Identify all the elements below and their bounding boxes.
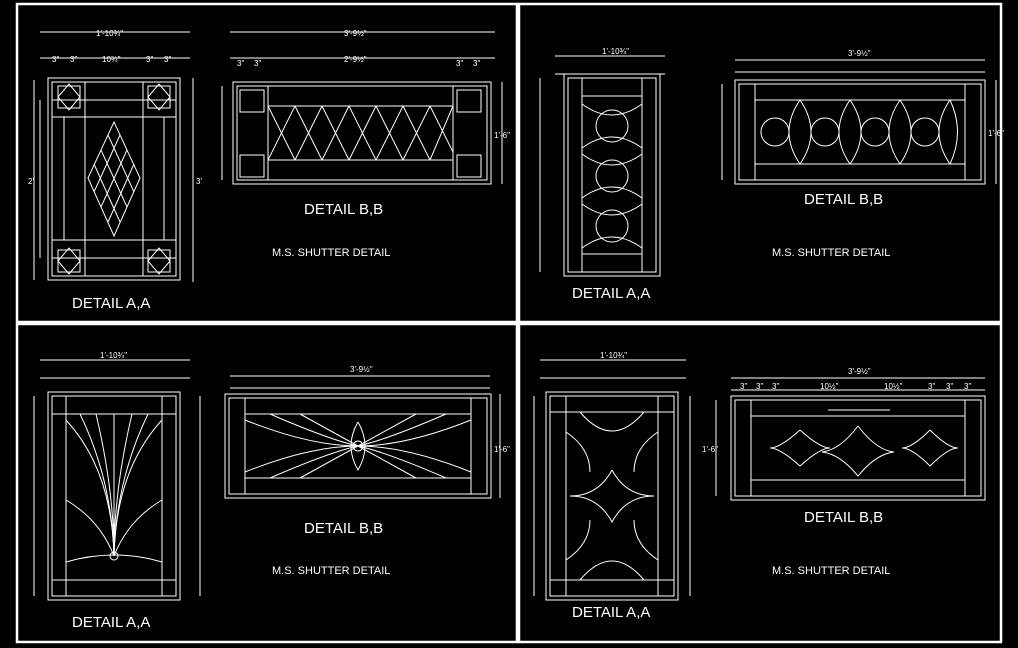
panel-4-detail-b-subdim-8: 3" [964,382,971,391]
panel-1-detail-b-subdim-2: 3" [254,59,261,68]
panel-3-detail-b-drawing [224,375,501,499]
panel-4-detail-b-drawing [715,377,986,501]
panel-2-detail-b-drawing [721,59,997,185]
panel-3-detail-a-drawing [33,359,201,601]
panel-1-detail-b-drawing [221,31,503,185]
panel-4-caption: M.S. SHUTTER DETAIL [772,565,890,577]
panel-2-detail-a-drawing [539,55,665,277]
panel-3-detail-b-title: DETAIL B,B [304,520,383,537]
sheet-frames [15,2,1003,644]
panel-4-detail-b-subdim-3: 3" [772,382,779,391]
panel-1-caption: M.S. SHUTTER DETAIL [272,247,390,259]
panel-2-detail-b-width: 3'-9½" [848,49,871,58]
panel-2-detail-b-height: 1'-6" [988,129,1004,138]
panel-1-detail-b-width: 3'-9½" [344,29,367,38]
panel-4-detail-a-width: 1'-10¾" [600,351,627,360]
panel-2-detail-a-width: 1'-10¾" [602,47,629,56]
panel-4-detail-b-width: 3'-9½" [848,367,871,376]
panel-2: 1'-10¾" DETAIL A,A 3'-9½" [539,47,1004,302]
panel-4-detail-b-subdim-2: 3" [756,382,763,391]
panel-1-detail-a-width: 1'-10¾" [96,29,123,38]
panel-1-detail-a-drawing [33,31,194,282]
panel-2-detail-b-title: DETAIL B,B [804,191,883,208]
panel-1-detail-b-height: 1'-6" [494,131,510,140]
panel-1: 1'-10¾" 3' 2' 3" 3" 10¾" 3" 3" DETAIL A,… [28,29,510,312]
panel-4-detail-b-title: DETAIL B,B [804,509,883,526]
panel-1-detail-a-subdim-4: 3" [146,55,153,64]
panel-2-detail-a-title: DETAIL A,A [572,285,650,302]
panel-3-detail-a-title: DETAIL A,A [72,614,150,631]
panel-1-detail-b-title: DETAIL B,B [304,201,383,218]
panel-1-detail-b-subdim-4: 3" [473,59,480,68]
panel-4: 1'-10¾" DETAIL A,A 3'-9½" 1'-6" 3" 3" 3"… [533,351,986,621]
panel-4-detail-b-subdim-5: 10½" [884,382,903,391]
panel-3-caption: M.S. SHUTTER DETAIL [272,565,390,577]
panel-4-detail-b-subdim-1: 3" [740,382,747,391]
panel-1-detail-b-subdim-3: 3" [456,59,463,68]
panel-1-detail-a-title: DETAIL A,A [72,295,150,312]
panel-1-detail-a-subdim-5: 3" [164,55,171,64]
panel-4-detail-b-subdim-7: 3" [946,382,953,391]
panel-4-detail-b-subdim-4: 10½" [820,382,839,391]
panel-3: 1'-10¾" DETAIL A,A 3 [33,351,510,631]
panel-3-detail-a-width: 1'-10¾" [100,351,127,360]
panel-1-detail-a-inner-height: 2' [28,177,34,186]
panel-4-detail-b-subdim-6: 3" [928,382,935,391]
panel-1-detail-a-subdim-3: 10¾" [102,55,121,64]
panel-4-detail-a-title: DETAIL A,A [572,604,650,621]
panel-4-detail-a-drawing [533,359,691,601]
panel-1-detail-b-inner-width: 2'-9½" [344,55,367,64]
panel-1-detail-a-height: 3' [196,177,202,186]
panel-2-caption: M.S. SHUTTER DETAIL [772,247,890,259]
panel-1-detail-b-subdim-1: 3" [237,59,244,68]
panel-3-detail-b-width: 3'-9½" [350,365,373,374]
panel-3-detail-b-height: 1'-6" [494,445,510,454]
panel-1-detail-a-subdim-1: 3" [52,55,59,64]
panel-4-detail-b-height: 1'-6" [702,445,718,454]
panel-1-detail-a-subdim-2: 3" [70,55,77,64]
